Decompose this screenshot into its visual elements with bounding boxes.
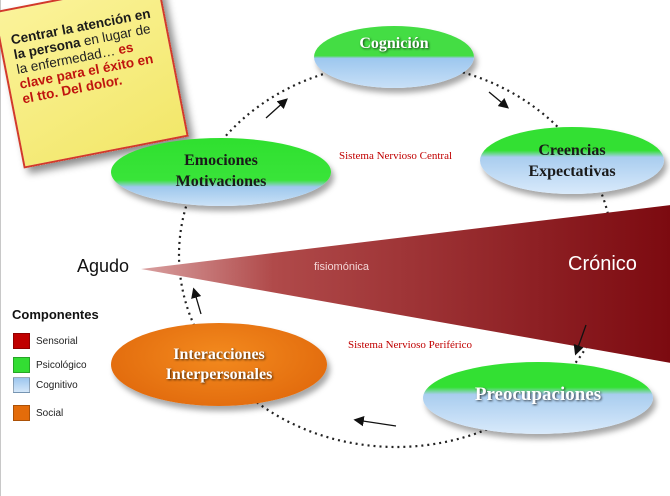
legend-title: Componentes xyxy=(12,307,99,322)
arrow-cognicion-creencias xyxy=(488,91,509,109)
label-fisiomonica: fisiomónica xyxy=(314,261,370,273)
node-cognicion-label: Cognición xyxy=(359,35,429,52)
legend-item-sensorial: Sensorial xyxy=(13,333,78,349)
node-interacciones: Interacciones Interpersonales xyxy=(111,323,327,406)
label-snp: Sistema Nervioso Periférico xyxy=(348,339,473,351)
node-emociones-label: Emociones Motivaciones xyxy=(175,152,267,190)
node-creencias: Creencias Expectativas xyxy=(480,127,664,194)
legend-item-psicologico: Psicológico xyxy=(13,357,87,373)
node-preocupaciones: Preocupaciones xyxy=(423,362,653,434)
agudo-cronico-wedge xyxy=(141,205,670,363)
legend-swatch-psicologico xyxy=(13,357,30,373)
arrow-interacciones-emociones xyxy=(191,287,202,315)
legend-swatch-social xyxy=(13,405,30,421)
label-agudo: Agudo xyxy=(77,256,130,276)
arrow-creencias-preocupaciones xyxy=(573,324,587,356)
label-snc: Sistema Nervioso Central xyxy=(339,150,453,162)
legend-swatch-cognitivo xyxy=(13,377,30,393)
arrow-preocupaciones-interacciones xyxy=(353,416,397,427)
legend-item-cognitivo: Cognitivo xyxy=(13,377,78,393)
legend-label-social: Social xyxy=(36,407,64,419)
label-cronico: Crónico xyxy=(568,253,637,275)
legend-item-social: Social xyxy=(13,405,63,421)
arrow-emociones-cognicion xyxy=(265,98,288,119)
node-preocupaciones-label: Preocupaciones xyxy=(474,384,602,405)
legend-label-cognitivo: Cognitivo xyxy=(36,379,78,391)
legend-label-sensorial: Sensorial xyxy=(36,335,78,347)
node-interacciones-label: Interacciones Interpersonales xyxy=(165,345,273,383)
legend-swatch-sensorial xyxy=(13,333,30,349)
node-creencias-label: Creencias Expectativas xyxy=(528,141,616,180)
node-cognicion: Cognición xyxy=(314,26,474,88)
legend-label-psicologico: Psicológico xyxy=(36,359,87,371)
node-emociones: Emociones Motivaciones xyxy=(111,138,331,206)
